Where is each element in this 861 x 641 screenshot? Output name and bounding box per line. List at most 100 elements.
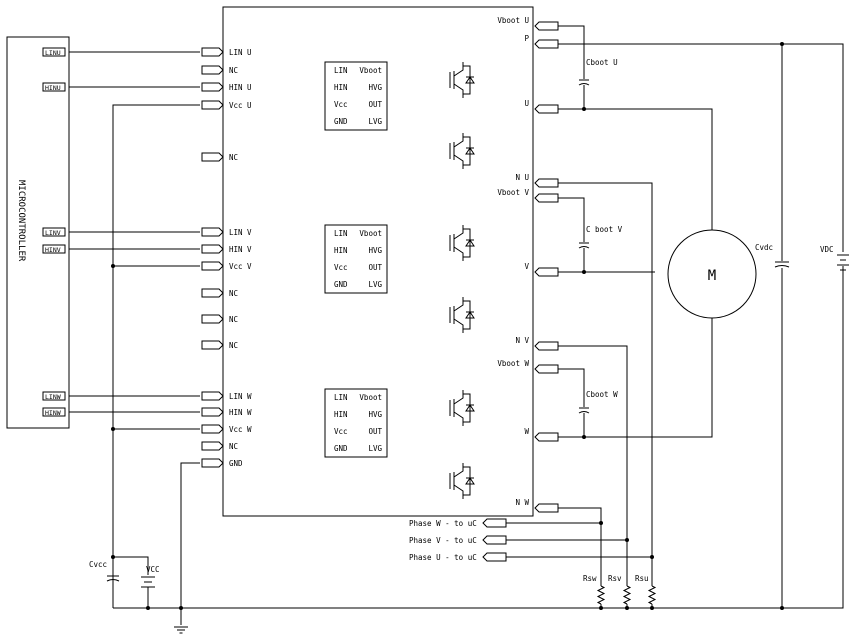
module-pin-label: LIN V (229, 228, 252, 237)
igbt-collector (453, 463, 464, 478)
mcu-pin-box (42, 82, 66, 92)
module-pin-label: NC (229, 442, 238, 451)
motor-label: M (708, 268, 716, 284)
module-pin-label: LIN W (229, 392, 252, 401)
driver-pin-label: HIN (334, 83, 348, 92)
cboot-label: C boot V (586, 225, 623, 234)
pin-connector (201, 407, 224, 417)
return-wire (556, 182, 653, 557)
diode-lead (463, 393, 471, 423)
driver-pin-label: HVG (368, 246, 382, 255)
pin-connector (534, 364, 559, 374)
return-wire (556, 507, 602, 523)
driver-pin-label: Vboot (359, 66, 382, 75)
module-pin-label: Vcc W (229, 425, 252, 434)
pin-connector (201, 314, 224, 324)
pin-connector (201, 47, 224, 57)
module-pin-label: NC (229, 341, 238, 350)
pin-connector (201, 100, 224, 110)
gate-driver-box (324, 388, 388, 458)
boot-wire (556, 25, 585, 79)
vcc-rail (113, 556, 149, 575)
driver-pin-label: HIN (334, 246, 348, 255)
module-pin-label: Vcc V (229, 262, 252, 271)
module-pin-label: U (524, 99, 529, 108)
module-pin-label: P (524, 34, 529, 43)
phase-wire (556, 108, 713, 232)
igbt-emitter (453, 484, 464, 499)
pin-connector (534, 39, 559, 49)
pin-connector (534, 193, 559, 203)
pin-connector (534, 432, 559, 442)
pin-connector (201, 65, 224, 75)
mcu-pin-label: HINW (45, 409, 61, 417)
junction-dot (111, 555, 115, 559)
capacitor-plate (774, 265, 790, 268)
vcc-rail (112, 104, 200, 608)
igbt-collector (453, 62, 464, 77)
junction-dot (111, 264, 115, 268)
resistor-symbol (647, 585, 657, 605)
vdc-label: VDC (820, 245, 834, 254)
junction-dot (599, 606, 603, 610)
diode-symbol (465, 239, 475, 247)
driver-pin-label: Vcc (334, 427, 348, 436)
driver-pin-label: OUT (368, 427, 382, 436)
boot-wire (556, 368, 585, 407)
igbt-collector (453, 133, 464, 148)
diode-lead (463, 466, 471, 496)
boot-wire (556, 197, 585, 242)
driver-pin-label: LVG (368, 117, 382, 126)
driver-pin-label: Vcc (334, 263, 348, 272)
rsw-label: Rsw (583, 574, 597, 583)
driver-pin-label: GND (334, 280, 348, 289)
dc-bus (556, 43, 844, 252)
diode-lead (463, 136, 471, 166)
mcu-pin-box (42, 407, 66, 417)
module-pin-label: W (524, 427, 529, 436)
module-pin-label: Vboot V (497, 188, 529, 197)
junction-dot (650, 606, 654, 610)
capacitor-plate (578, 246, 590, 249)
pin-connector (201, 340, 224, 350)
driver-pin-label: HVG (368, 410, 382, 419)
ground-rail (113, 266, 844, 609)
pin-connector (534, 267, 559, 277)
junction-dot (625, 606, 629, 610)
module-pin-label: NC (229, 153, 238, 162)
capacitor-plate (578, 411, 590, 414)
pin-connector (534, 104, 559, 114)
module-pin-label: N W (515, 498, 529, 507)
driver-pin-label: LVG (368, 280, 382, 289)
pin-connector (482, 552, 507, 562)
pin-connector (201, 458, 224, 468)
pin-connector (201, 227, 224, 237)
module-pin-label: HIN W (229, 408, 252, 417)
driver-pin-label: Vcc (334, 100, 348, 109)
driver-pin-label: OUT (368, 100, 382, 109)
module-pin-label: NC (229, 289, 238, 298)
igbt-collector (453, 390, 464, 405)
driver-pin-label: Vboot (359, 393, 382, 402)
pin-connector (201, 441, 224, 451)
pin-connector (482, 535, 507, 545)
gate-driver-box (324, 61, 388, 131)
pin-connector (534, 178, 559, 188)
junction-dot (146, 606, 150, 610)
module-pin-label: Vboot U (497, 16, 529, 25)
igbt-collector (453, 297, 464, 312)
resistor-symbol (622, 585, 632, 605)
resistor-symbol (596, 585, 606, 605)
motor-symbol (667, 229, 757, 319)
driver-pin-label: LIN (334, 393, 348, 402)
cvdc-label: Cvdc (755, 243, 773, 252)
gate-driver-box (324, 224, 388, 294)
mcu-pin-box (42, 47, 66, 57)
igbt-emitter (453, 411, 464, 426)
component-layer: MICROCONTROLLER (6, 6, 849, 634)
pin-connector (201, 424, 224, 434)
phase-wire (556, 316, 713, 438)
capacitor-plate (578, 83, 590, 86)
microcontroller-label: MICROCONTROLLER (16, 180, 26, 262)
